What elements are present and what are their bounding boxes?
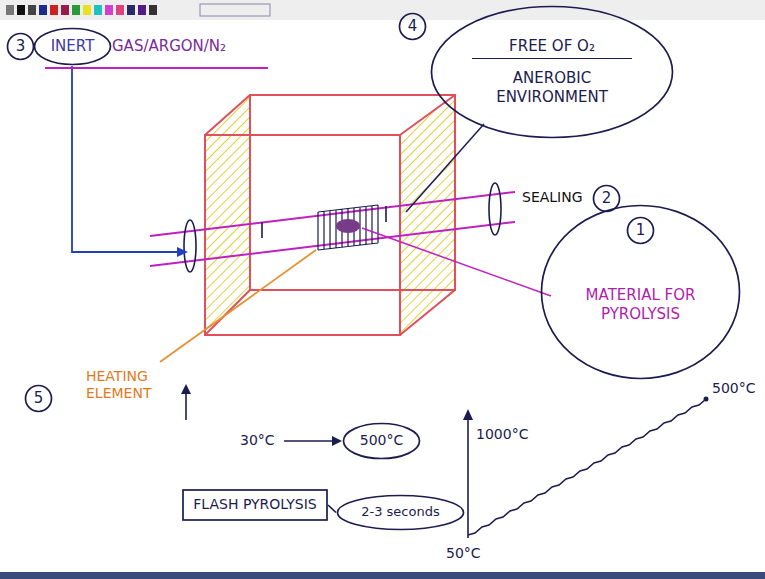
- hatched-wall: [400, 95, 455, 335]
- arrowhead: [177, 247, 188, 257]
- node-text: 5: [34, 389, 44, 408]
- toolbar-swatch: [39, 5, 47, 15]
- toolbar-swatch: [105, 5, 113, 15]
- toolbar-swatch: [149, 5, 157, 15]
- callout-number: 4: [398, 12, 427, 41]
- node-content: 500°C: [360, 432, 404, 450]
- circle-outline: [432, 7, 673, 138]
- note-ellipse: FREE OF O₂ ANEROBIC ENVIRONMENT: [430, 5, 674, 139]
- callout-number: 3: [6, 32, 35, 61]
- end-dot: [704, 397, 709, 402]
- toolbar-swatch: [72, 5, 80, 15]
- node-text: 4: [408, 17, 418, 36]
- circle-outline: [338, 496, 464, 530]
- hatched-wall: [205, 95, 250, 335]
- temperature-label: 30°C: [240, 432, 275, 449]
- flange: [489, 183, 501, 235]
- node-content: 2: [602, 189, 612, 208]
- toolbar-swatch: [83, 5, 91, 15]
- node-content: 1: [636, 221, 646, 240]
- up-arrow: [185, 392, 187, 420]
- node-body-text: ANEROBIC ENVIRONMENT: [472, 69, 632, 107]
- gas-label: GAS/ARGON/N₂: [112, 37, 226, 55]
- arrowhead: [181, 384, 191, 394]
- circle-outline: [26, 386, 52, 412]
- toolbar-swatch: [6, 5, 14, 15]
- temperature-label: 500°C: [712, 380, 756, 397]
- leader-line: [160, 250, 316, 362]
- callout-number: 5: [24, 384, 53, 413]
- node-text: MATERIAL FOR PYROLYSIS: [576, 286, 706, 324]
- heating-arrow: [284, 440, 334, 442]
- node-content: INERT: [51, 37, 95, 56]
- highlight-circle: 2-3 seconds: [336, 494, 465, 531]
- callout-number: 1: [626, 216, 655, 245]
- toolbar-swatch: [28, 5, 36, 15]
- circle-outline: [35, 29, 111, 65]
- toolbar-swatch: [138, 5, 146, 15]
- heating-ramp: [468, 399, 706, 535]
- temperature-label: 50°C: [446, 545, 481, 562]
- arrowhead: [332, 436, 342, 446]
- connector-line: [328, 505, 336, 513]
- highlight-circle: INERT: [33, 27, 112, 66]
- node-text: 3: [16, 37, 26, 56]
- node-text: 2-3 seconds: [361, 504, 440, 520]
- leader-line: [406, 124, 484, 212]
- gas-inlet-arrow: [72, 66, 178, 252]
- toolbar-swatch: [127, 5, 135, 15]
- circle-outline: [8, 34, 34, 60]
- node-content: FLASH PYROLYSIS: [193, 496, 316, 514]
- toolbar-icons: [200, 4, 270, 16]
- leader-line: [362, 228, 551, 296]
- circle-outline: [542, 206, 740, 379]
- node-text: INERT: [51, 37, 95, 56]
- node-content: FREE OF O₂ ANEROBIC ENVIRONMENT: [472, 37, 632, 106]
- toolbar-swatch: [50, 5, 58, 15]
- node-content: 5: [34, 389, 44, 408]
- temperature-label: 1000°C: [476, 426, 528, 443]
- tube: [150, 192, 515, 266]
- part-label: SEALING: [522, 189, 583, 206]
- toolbar-swatch: [94, 5, 102, 15]
- node-text: 1: [636, 221, 646, 240]
- highlight-circle: 500°C: [342, 422, 421, 460]
- temperature-axis: [467, 418, 469, 538]
- node-content: 3: [16, 37, 26, 56]
- chamber-edges: [205, 95, 455, 335]
- circle-outline: [400, 14, 426, 40]
- arrowhead: [463, 409, 473, 420]
- node-content: 4: [408, 17, 418, 36]
- circle-outline: [628, 218, 654, 244]
- toolbar: [0, 0, 765, 20]
- underline: [45, 67, 268, 69]
- toolbar-swatch: [61, 5, 69, 15]
- bottom-bar: [0, 572, 765, 579]
- node-text: FREE OF O₂: [472, 37, 632, 59]
- circle-outline: [344, 424, 420, 459]
- title-box: FLASH PYROLYSIS: [182, 489, 328, 521]
- node-content: MATERIAL FOR PYROLYSIS: [576, 286, 706, 324]
- flange: [184, 220, 196, 272]
- node-text: 500°C: [360, 432, 404, 450]
- node-text: FLASH PYROLYSIS: [193, 496, 316, 514]
- part-label: HEATING ELEMENT: [86, 368, 176, 402]
- sample: [336, 219, 360, 233]
- node-content: 2-3 seconds: [361, 504, 440, 520]
- toolbar-swatch: [116, 5, 124, 15]
- heating-coil: [318, 205, 378, 250]
- note-ellipse: MATERIAL FOR PYROLYSIS 1: [540, 204, 741, 380]
- toolbar-swatch: [17, 5, 25, 15]
- box-outline: [183, 490, 327, 520]
- node-text: 2: [602, 189, 612, 208]
